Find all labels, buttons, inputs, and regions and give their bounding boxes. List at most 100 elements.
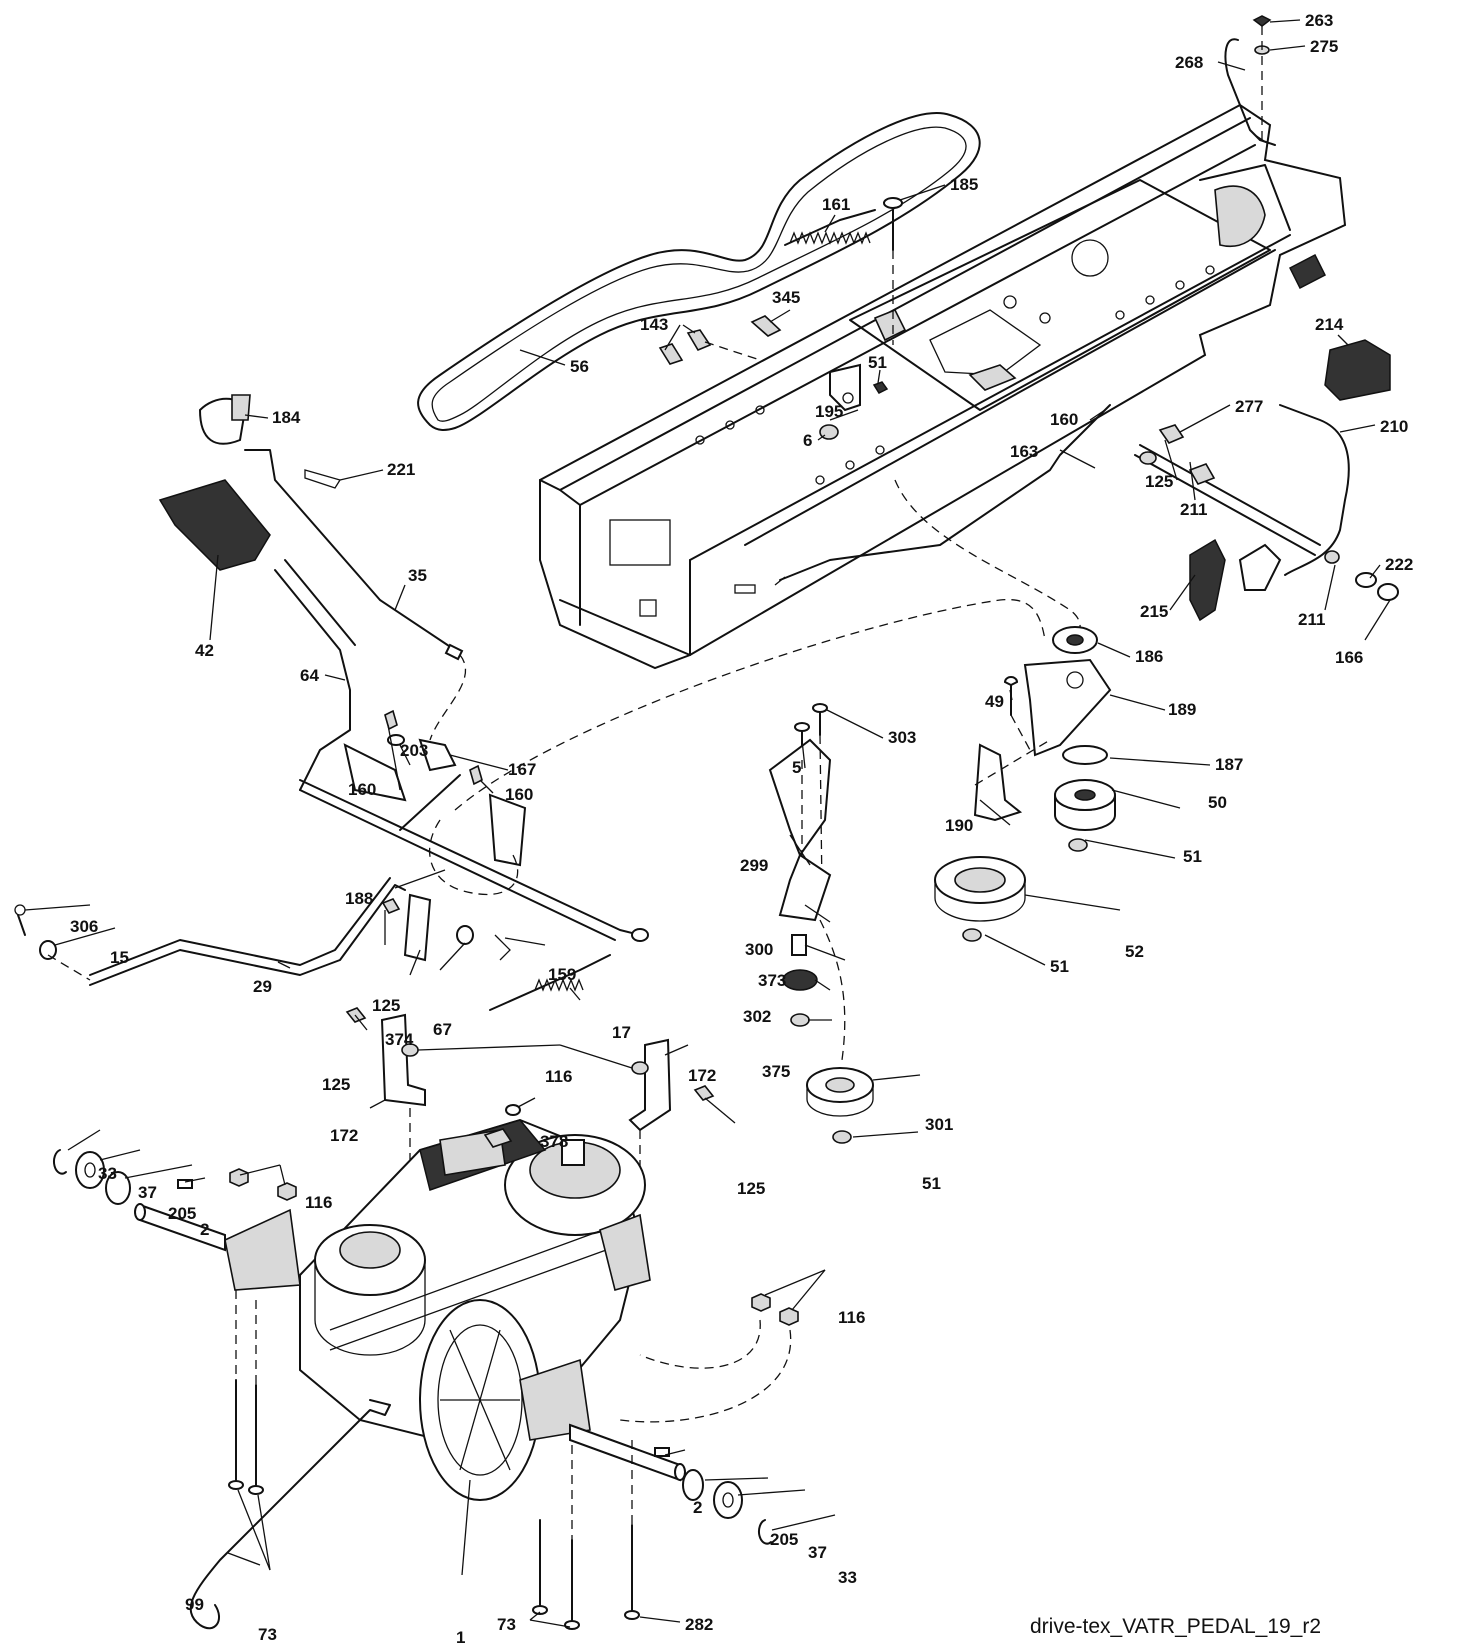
- callout-51d: 51: [922, 1174, 941, 1193]
- callout-17: 17: [612, 1023, 631, 1042]
- leader-lines: [24, 19, 1391, 1628]
- transaxle-1: [224, 1118, 651, 1501]
- callout-15: 15: [110, 948, 129, 967]
- callout-214: 214: [1315, 315, 1344, 334]
- bolts-143: [658, 329, 761, 365]
- callout-51b: 51: [1183, 847, 1202, 866]
- callout-125b: 125: [372, 996, 400, 1015]
- callout-210: 210: [1380, 417, 1408, 436]
- rod-99: [189, 1399, 391, 1630]
- idler-assembly: [934, 626, 1116, 942]
- callout-263: 263: [1305, 11, 1333, 30]
- callout-99: 99: [185, 1595, 204, 1614]
- callout-166: 166: [1335, 648, 1363, 667]
- callout-116c: 116: [838, 1308, 865, 1327]
- callout-33: 33: [98, 1164, 117, 1183]
- callout-161: 161: [822, 195, 850, 214]
- callout-373: 373: [758, 971, 786, 990]
- callout-205: 205: [168, 1204, 196, 1223]
- callout-116: 116: [545, 1067, 572, 1086]
- callout-184: 184: [272, 408, 301, 427]
- callout-163: 163: [1010, 442, 1038, 461]
- callout-375: 375: [762, 1062, 790, 1081]
- callout-1: 1: [456, 1628, 465, 1647]
- callout-42: 42: [195, 641, 214, 660]
- carriage-bolt-185: [883, 197, 903, 345]
- rod-163: [779, 404, 1111, 581]
- callout-282: 282: [685, 1615, 713, 1634]
- callout-190: 190: [945, 816, 973, 835]
- callout-35: 35: [408, 566, 427, 585]
- callout-172b: 172: [688, 1066, 716, 1085]
- callout-188: 188: [345, 889, 373, 908]
- callout-203: 203: [400, 741, 428, 760]
- callout-labels: 263 275 268 185 161 345 143 56 51 195 6 …: [70, 11, 1413, 1647]
- washers-clips: [52, 1149, 772, 1545]
- axles: [134, 1179, 686, 1482]
- cross-shaft-188: [299, 709, 649, 942]
- callout-172: 172: [330, 1126, 358, 1145]
- callout-277: 277: [1235, 397, 1263, 416]
- spring-161: [784, 209, 876, 246]
- callout-185: 185: [950, 175, 978, 194]
- frame: [539, 103, 1347, 670]
- callout-299: 299: [740, 856, 768, 875]
- brake-pedal-assembly: [158, 394, 467, 791]
- shaft-277: [1134, 424, 1399, 601]
- callout-51c: 51: [1050, 957, 1069, 976]
- callout-50: 50: [1208, 793, 1227, 812]
- drive-belt: [417, 112, 981, 431]
- callout-205b: 205: [770, 1530, 798, 1549]
- callout-301: 301: [925, 1115, 953, 1134]
- callout-2: 2: [200, 1220, 209, 1239]
- callout-29: 29: [253, 977, 272, 996]
- callout-37b: 37: [808, 1543, 827, 1562]
- callout-306: 306: [70, 917, 98, 936]
- bolt-345: [750, 315, 782, 337]
- callout-345: 345: [772, 288, 800, 307]
- callout-167: 167: [508, 760, 536, 779]
- callout-215: 215: [1140, 602, 1168, 621]
- callout-268: 268: [1175, 53, 1203, 72]
- callout-159: 159: [548, 965, 576, 984]
- callout-2b: 2: [693, 1498, 702, 1517]
- callout-211: 211: [1180, 500, 1207, 519]
- callout-125c: 125: [322, 1075, 350, 1094]
- frame-holes: [609, 265, 1215, 617]
- diagram-id-caption: drive-tex_VATR_PEDAL_19_r2: [1030, 1615, 1321, 1638]
- brackets-172: [345, 1007, 715, 1175]
- callout-116b: 116: [305, 1193, 332, 1212]
- rod-29-assembly: [14, 877, 611, 1011]
- callout-33b: 33: [838, 1568, 857, 1587]
- bolts-73: [228, 1290, 640, 1630]
- callout-187: 187: [1215, 755, 1243, 774]
- callout-374: 374: [385, 1030, 414, 1049]
- callout-73b: 73: [497, 1615, 516, 1634]
- callout-52: 52: [1125, 942, 1144, 961]
- callout-378: 378: [540, 1132, 568, 1151]
- callout-73: 73: [258, 1625, 277, 1644]
- callout-64: 64: [300, 666, 319, 685]
- callout-49: 49: [985, 692, 1004, 711]
- callout-300: 300: [745, 940, 773, 959]
- callout-67: 67: [433, 1020, 452, 1039]
- rod-268: [1224, 15, 1276, 146]
- pedal-arm-210: [1189, 339, 1391, 622]
- nuts-116: [229, 1168, 799, 1423]
- callout-186: 186: [1135, 647, 1163, 666]
- callout-275: 275: [1310, 37, 1338, 56]
- callout-222: 222: [1385, 555, 1413, 574]
- pulley-bracket-assembly: [768, 703, 874, 1144]
- cable-route: [454, 598, 1046, 811]
- callout-6: 6: [803, 431, 812, 450]
- callout-160c: 160: [505, 785, 533, 804]
- callout-51: 51: [868, 353, 887, 372]
- callout-125d: 125: [737, 1179, 765, 1198]
- callout-125: 125: [1145, 472, 1173, 491]
- callout-160b: 160: [348, 780, 376, 799]
- callout-303: 303: [888, 728, 916, 747]
- callout-37: 37: [138, 1183, 157, 1202]
- callout-143: 143: [640, 315, 668, 334]
